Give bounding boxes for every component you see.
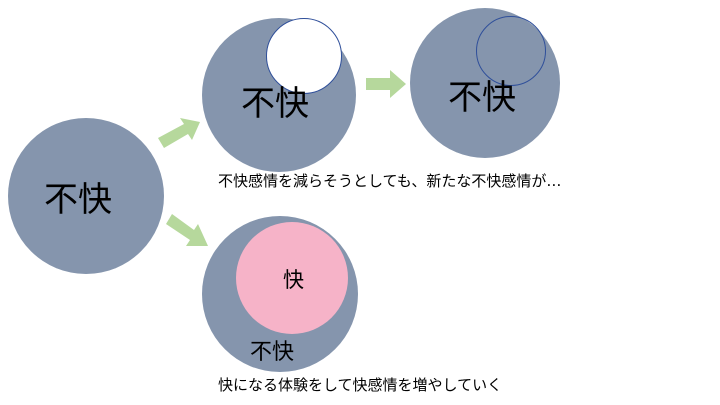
- arrow-up-right-icon: [158, 118, 200, 148]
- start-discomfort-label: 不快: [44, 180, 112, 220]
- arrow-right-icon: [366, 70, 406, 98]
- pleasant-label: 快: [283, 268, 304, 292]
- top-discomfort-label-1: 不快: [241, 84, 309, 124]
- arrow-down-right-icon: [166, 214, 208, 246]
- pleasant-circle: [236, 222, 348, 334]
- top-path-caption: 不快感情を減らそうとしても、新たな不快感情が…: [218, 172, 562, 190]
- bottom-path-caption: 快になる体験をして快感情を増やしていく: [218, 376, 503, 394]
- top-discomfort-label-2: 不快: [448, 78, 516, 118]
- start-discomfort-circle: [8, 118, 164, 274]
- bottom-discomfort-label: 不快: [250, 340, 295, 365]
- refilled-discomfort-outline: [476, 16, 546, 86]
- reduced-discomfort-hole: [266, 18, 342, 94]
